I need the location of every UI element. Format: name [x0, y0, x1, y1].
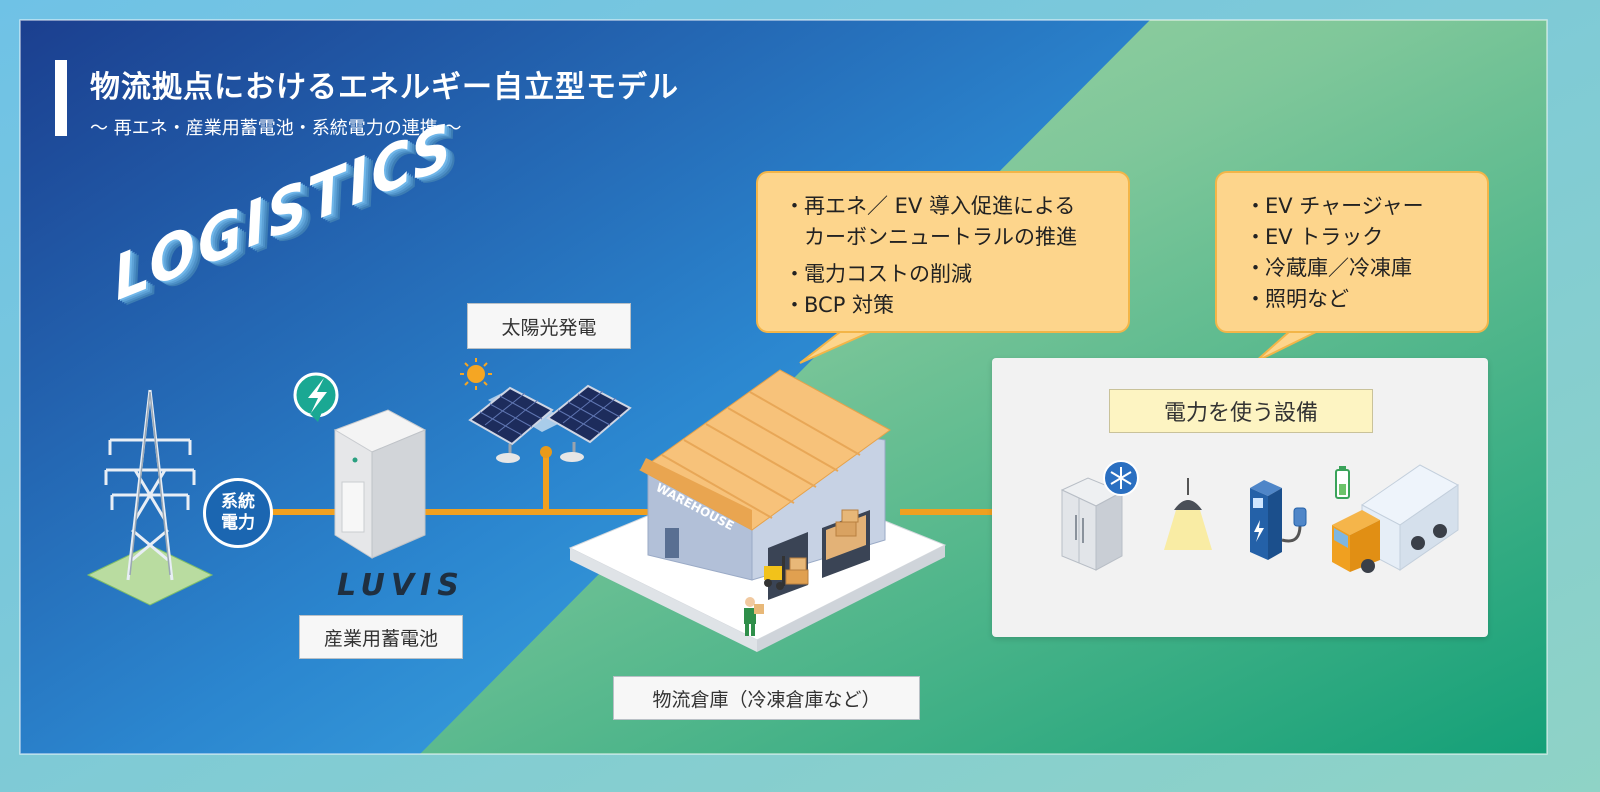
warehouse-icon: WAREHOUSE: [568, 369, 947, 652]
battery-brand-logo: LUVIS: [337, 568, 465, 603]
list-item: ・照明など: [1245, 287, 1349, 311]
grid-power-badge: 系統電力: [203, 478, 273, 548]
list-item: ・BCP 対策: [784, 293, 895, 317]
list-item: カーボンニュートラルの推進: [804, 225, 1077, 249]
equipment-panel-title: 電力を使う設備: [1109, 389, 1373, 433]
forklift-icon: [764, 556, 809, 590]
list-item: ・EV トラック: [1245, 225, 1384, 249]
list-item: ・再エネ／ EV 導入促進による: [784, 194, 1076, 218]
battery-cabinet-icon: [333, 409, 427, 559]
list-item: ・EV チャージャー: [1245, 194, 1424, 218]
warehouse-label: 物流倉庫（冷凍倉庫など）: [613, 676, 920, 720]
sun-icon: [460, 358, 492, 390]
warehouse-benefits-list: ・再エネ／ EV 導入促進による カーボンニュートラルの推進 ・電力コストの削減…: [784, 191, 1128, 321]
solar-panel-icon: [468, 384, 632, 463]
list-item: ・電力コストの削減: [784, 262, 972, 286]
equipment-list: ・EV チャージャー ・EV トラック ・冷蔵庫／冷凍庫 ・照明など: [1245, 191, 1487, 315]
solar-label: 太陽光発電: [467, 303, 631, 349]
page-subtitle: ～ 再エネ・産業用蓄電池・系統電力の連携 ～: [90, 118, 462, 139]
power-tower-icon: [86, 389, 214, 606]
grid-badge-line1: 系統: [221, 492, 255, 512]
battery-label: 産業用蓄電池: [299, 615, 463, 659]
list-item: ・冷蔵庫／冷凍庫: [1245, 256, 1412, 280]
page-title: 物流拠点におけるエネルギー自立型モデル: [90, 70, 679, 105]
title-accent-bar: [55, 60, 67, 136]
lightning-icon: [293, 372, 339, 422]
warehouse-benefits-bubble: ・再エネ／ EV 導入促進による カーボンニュートラルの推進 ・電力コストの削減…: [756, 171, 1130, 333]
equipment-list-bubble: ・EV チャージャー ・EV トラック ・冷蔵庫／冷凍庫 ・照明など: [1215, 171, 1489, 333]
grid-badge-line2: 電力: [221, 513, 255, 533]
worker-icon: [744, 597, 764, 636]
